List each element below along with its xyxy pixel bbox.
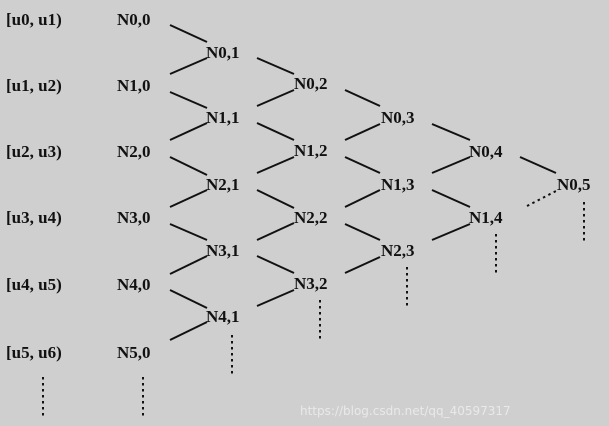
node-n4-1: N4,1 bbox=[206, 307, 240, 326]
node-n4-0: N4,0 bbox=[117, 275, 151, 294]
edge-n11-n12 bbox=[256, 122, 295, 141]
node-n1-3: N1,3 bbox=[381, 175, 415, 194]
edge-n12-n03 bbox=[344, 123, 381, 141]
interval-label-0: [u0, u1) bbox=[6, 10, 62, 29]
edge-n31-n22 bbox=[256, 222, 295, 241]
edge-n50-n41 bbox=[169, 321, 208, 341]
edge-n22-n23 bbox=[344, 223, 381, 241]
edge-n22-n13 bbox=[344, 189, 381, 208]
edge-n13-n14 bbox=[431, 189, 471, 208]
node-n1-1: N1,1 bbox=[206, 108, 240, 127]
node-n1-4: N1,4 bbox=[469, 208, 503, 227]
edge-n40-n41 bbox=[169, 289, 208, 309]
interval-label-1: [u1, u2) bbox=[6, 76, 62, 95]
edge-n30-n31 bbox=[169, 223, 208, 241]
node-n2-1: N2,1 bbox=[206, 175, 240, 194]
edge-n01-n02 bbox=[256, 57, 295, 75]
interval-label-5: [u5, u6) bbox=[6, 343, 62, 362]
edge-n40-n31 bbox=[169, 255, 208, 275]
node-n1-2: N1,2 bbox=[294, 141, 328, 160]
node-n1-0: N1,0 bbox=[117, 76, 151, 95]
edge-n12-n13 bbox=[344, 156, 381, 174]
node-n3-0: N3,0 bbox=[117, 208, 151, 227]
node-n5-0: N5,0 bbox=[117, 343, 151, 362]
edge-n30-n21 bbox=[169, 189, 208, 208]
edge-n03-n04 bbox=[431, 123, 471, 141]
edge-n21-n22 bbox=[256, 189, 295, 209]
node-n0-0: N0,0 bbox=[117, 10, 151, 29]
interval-label-4: [u4, u5) bbox=[6, 275, 62, 294]
edge-n04-n05 bbox=[519, 156, 557, 174]
edge-n00-n01 bbox=[169, 24, 208, 43]
edge-n31-n32 bbox=[256, 255, 295, 274]
edge-n10-n11 bbox=[169, 91, 208, 109]
edge-n02-n03 bbox=[344, 89, 381, 107]
edge-n41-n32 bbox=[256, 289, 295, 307]
watermark-text: https://blog.csdn.net/qq_40597317 bbox=[300, 404, 511, 418]
dots-diagonal bbox=[526, 190, 557, 207]
edge-n20-n11 bbox=[169, 122, 208, 141]
edge-n10-n01 bbox=[169, 57, 208, 75]
node-n3-2: N3,2 bbox=[294, 274, 328, 293]
edge-n20-n21 bbox=[169, 156, 208, 176]
edge-n23-n14 bbox=[431, 223, 471, 241]
edge-n11-n02 bbox=[256, 89, 295, 107]
node-n0-2: N0,2 bbox=[294, 74, 328, 93]
node-n3-1: N3,1 bbox=[206, 241, 240, 260]
node-n0-1: N0,1 bbox=[206, 43, 240, 62]
node-n0-5: N0,5 bbox=[557, 175, 591, 194]
edge-n21-n12 bbox=[256, 156, 295, 174]
node-n0-4: N0,4 bbox=[469, 142, 503, 161]
node-n0-3: N0,3 bbox=[381, 108, 415, 127]
edge-n32-n23 bbox=[344, 256, 381, 274]
node-n2-0: N2,0 bbox=[117, 142, 151, 161]
edge-n13-n04 bbox=[431, 156, 471, 174]
node-n2-2: N2,2 bbox=[294, 208, 328, 227]
node-n2-3: N2,3 bbox=[381, 241, 415, 260]
interval-label-2: [u2, u3) bbox=[6, 142, 62, 161]
interval-label-3: [u3, u4) bbox=[6, 208, 62, 227]
